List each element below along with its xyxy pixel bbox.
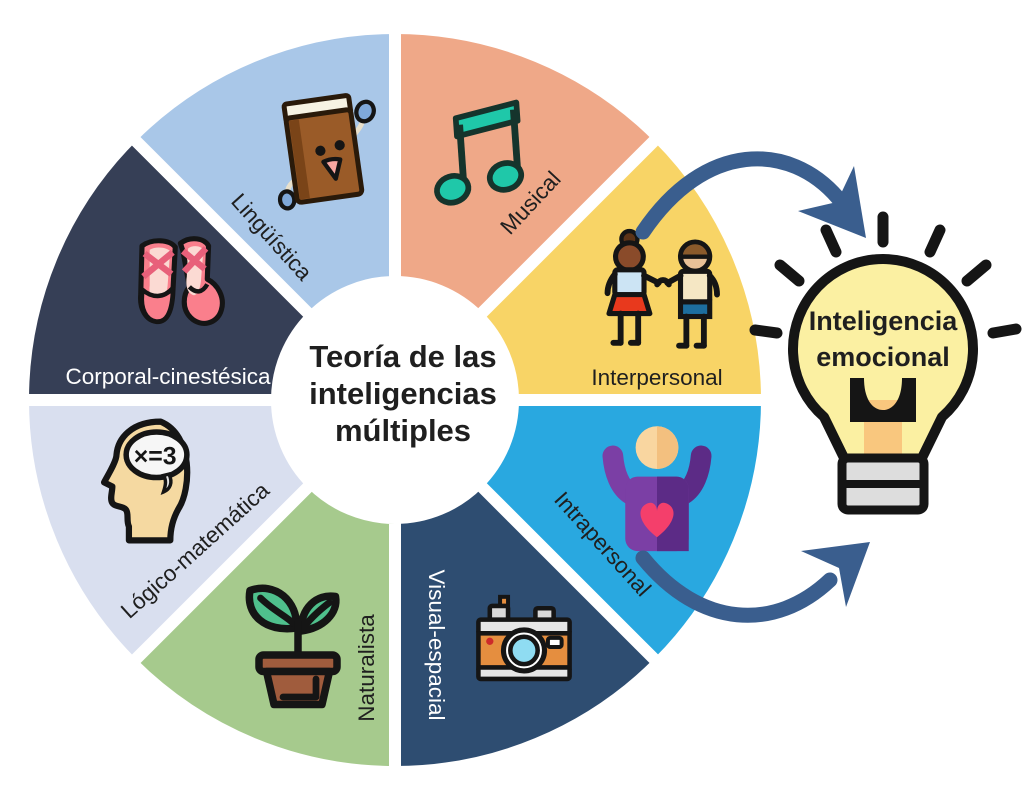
result-label-line-2: emocional xyxy=(816,342,950,372)
segment-label-visual-espacial: Visual-espacial xyxy=(424,570,449,721)
segment-label-corporal-cinestesica: Corporal-cinestésica xyxy=(65,364,271,389)
segment-label-naturalista: Naturalista xyxy=(354,614,379,722)
segment-musical xyxy=(389,21,667,326)
center-title-line-3: múltiples xyxy=(335,413,471,448)
segment-label-interpersonal: Interpersonal xyxy=(591,365,722,390)
center-title-line-2: inteligencias xyxy=(309,376,497,411)
intelligence-wheel: MusicalInterpersonalIntrapersonalVisual-… xyxy=(16,21,774,779)
segment-naturalista xyxy=(123,474,401,779)
lightbulb-icon: Inteligencia emocional xyxy=(749,211,1022,515)
arrow-top xyxy=(635,151,866,240)
bulb-glass xyxy=(788,254,978,467)
center-title-line-1: Teoría de las xyxy=(309,339,496,374)
arrow-bottom xyxy=(635,542,870,623)
lightbulb-rays xyxy=(749,211,1022,339)
bulb-filament xyxy=(850,378,916,422)
center-title: Teoría de las inteligencias múltiples xyxy=(309,339,497,448)
result-label-line-1: Inteligencia xyxy=(809,306,959,336)
